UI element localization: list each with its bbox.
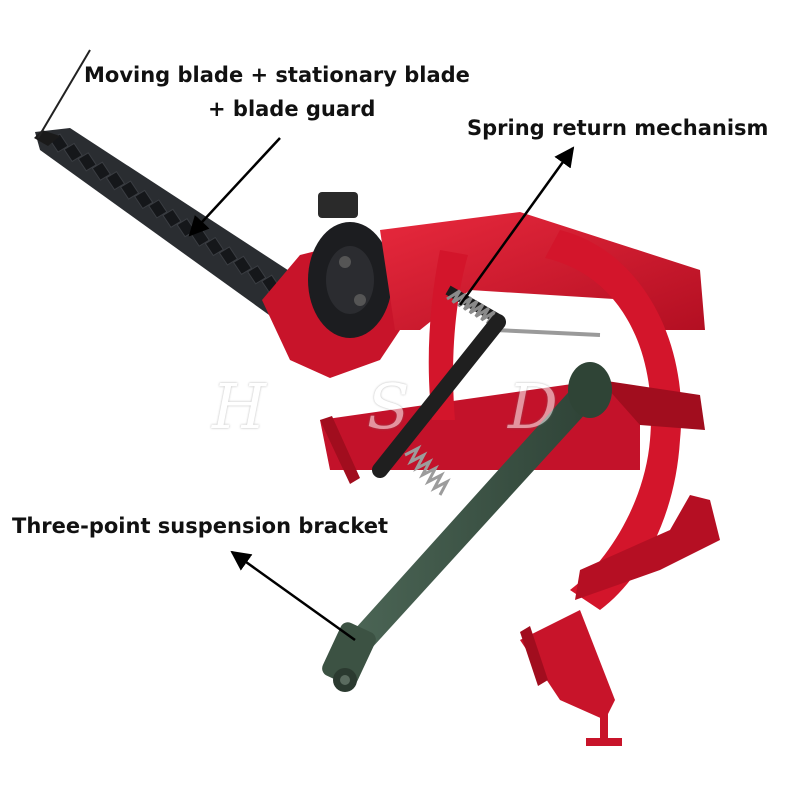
blade-teeth [49,133,309,313]
pto-drive-shaft [322,362,612,692]
bracket-label: Three-point suspension bracket [12,514,389,538]
drive-head [262,192,400,378]
watermark-letter: S [367,370,412,443]
blade-tooth [91,161,112,181]
return-spring [446,289,502,328]
spring-callout-arrow [458,146,575,306]
cutter-bar [34,49,318,330]
blade-tooth [162,208,182,228]
watermark-letter: H [212,370,269,443]
watermark-letter: D [508,370,560,443]
blade-tooth [119,180,140,200]
blade-tooth [246,265,267,285]
blade-callout-arrow [188,137,281,237]
bracket-callout-arrow [230,550,356,642]
blade-tooth [218,246,239,266]
blade-tooth [133,189,154,210]
lower-spring [404,444,451,496]
spring-label: Spring return mechanism [467,116,769,140]
spring-mechanism [372,285,601,496]
blade-label-line1: Moving blade + stationary blade [84,63,470,87]
blade-label-line2: + blade guard [208,97,376,121]
blade-tooth [105,170,126,191]
blade-tooth [77,152,97,172]
blade-tooth [148,199,168,219]
blade-tooth [232,255,253,276]
blade-tooth [204,236,225,257]
blade-tooth [63,142,83,163]
